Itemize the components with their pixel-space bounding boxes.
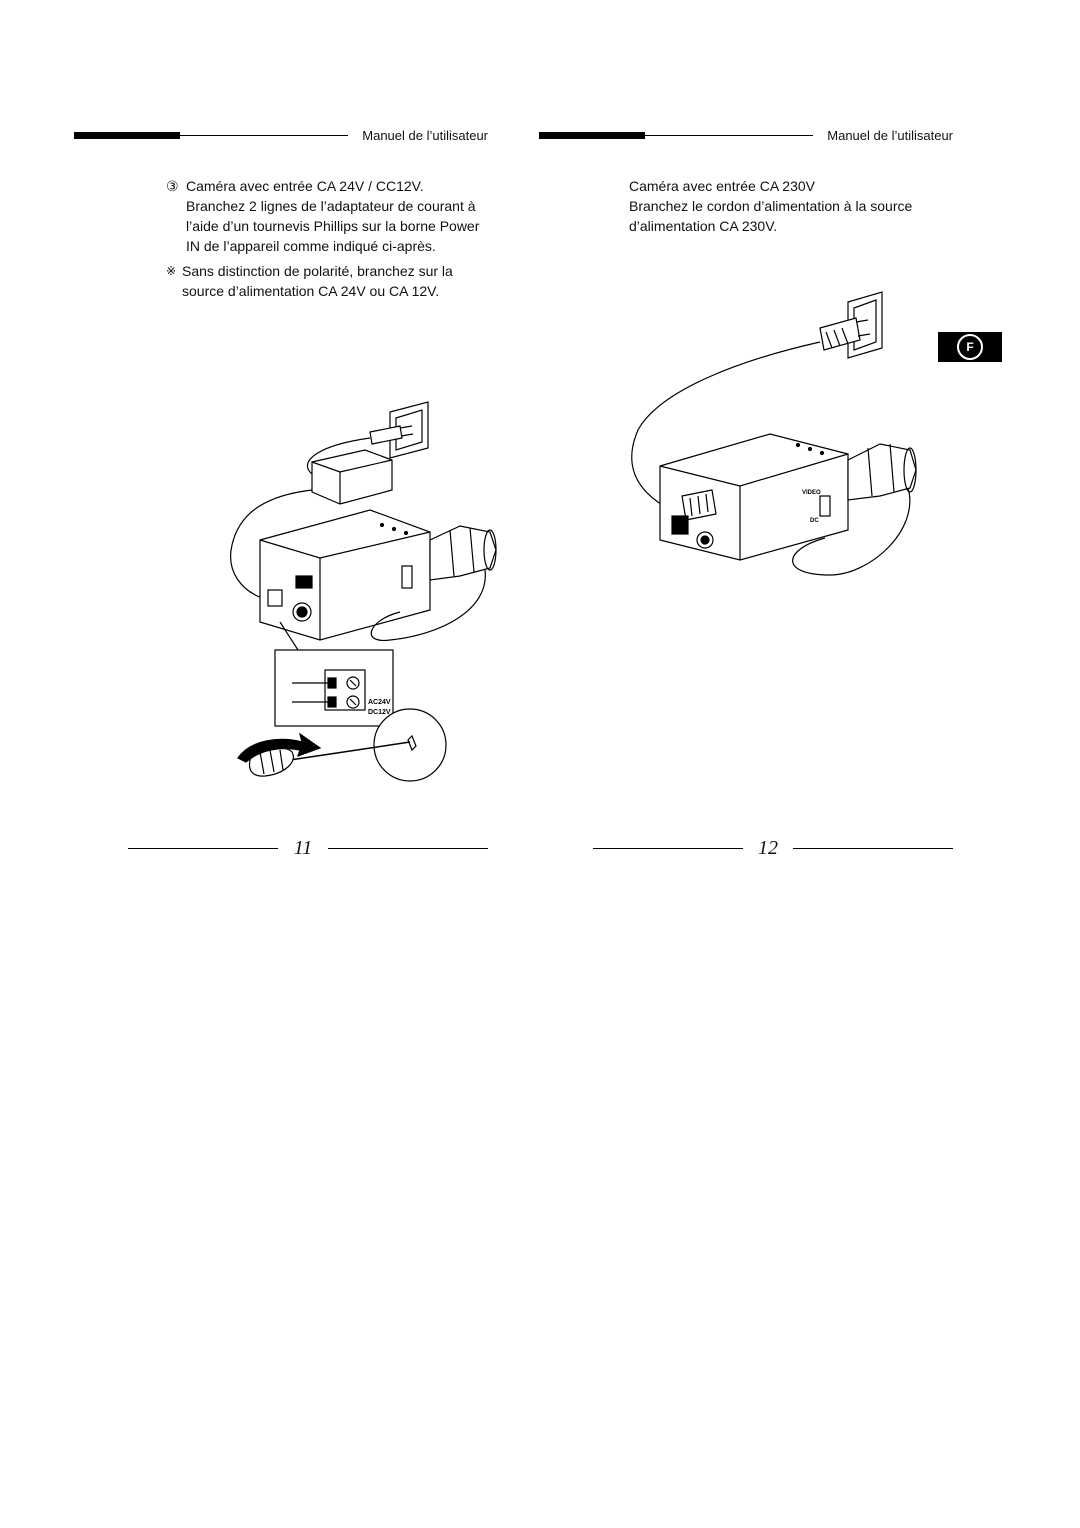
terminal-label: DC12V (368, 709, 391, 716)
camera-adapter-illustration: AC24V DC12V (230, 401, 497, 782)
header-title: Manuel de l’utilisateur (827, 128, 953, 143)
camera-label: DC (810, 518, 819, 524)
step-body-line: l’aide d’un tournevis Phillips sur la bo… (186, 218, 480, 234)
step-heading: Caméra avec entrée CA 24V / CC12V. (186, 178, 424, 194)
page-header: Manuel de l’utilisateur (74, 128, 488, 144)
step-body-line: Branchez 2 lignes de l’adaptateur de cou… (186, 198, 476, 214)
section-body-line: Branchez le cordon d’alimentation à la s… (629, 198, 913, 214)
note-symbol: ※ (166, 264, 177, 278)
camera-power-cord-illustration: VIDEO DC (631, 291, 917, 576)
left-page: Manuel de l’utilisateur ③ Caméra avec en… (60, 0, 497, 900)
step-marker: ③ (166, 178, 179, 194)
footer-rule (793, 848, 953, 849)
footer-rule (328, 848, 488, 849)
language-tab: F (938, 332, 1002, 362)
step-body-line: IN de l’appareil comme indiqué ci-après. (186, 238, 436, 254)
footer-rule (593, 848, 743, 849)
header-rule (645, 135, 813, 136)
note-line: source d’alimentation CA 24V ou CA 12V. (182, 283, 440, 299)
note-text: Sans distinction de polarité, branchez s… (182, 261, 453, 301)
page-number: 12 (758, 837, 778, 859)
header-bar (539, 132, 645, 139)
terminal-label: AC24V (368, 699, 391, 706)
header-bar (74, 132, 180, 139)
language-tab-label: F (957, 334, 983, 360)
note-line: Sans distinction de polarité, branchez s… (182, 263, 453, 279)
camera-label: VIDEO (802, 490, 821, 496)
page-header: Manuel de l’utilisateur (539, 128, 953, 144)
footer-rule (128, 848, 278, 849)
page-footer: 11 (128, 837, 488, 862)
section-text: Caméra avec entrée CA 230V Branchez le c… (629, 176, 912, 236)
right-page: Manuel de l’utilisateur Caméra avec entr… (525, 0, 955, 900)
step-text: Caméra avec entrée CA 24V / CC12V. Branc… (186, 176, 479, 256)
page-number: 11 (293, 837, 313, 859)
section-body-line: d’alimentation CA 230V. (629, 218, 778, 234)
page-footer: 12 (593, 837, 953, 862)
section-heading: Caméra avec entrée CA 230V (629, 178, 815, 194)
header-title: Manuel de l’utilisateur (362, 128, 488, 143)
header-rule (180, 135, 348, 136)
